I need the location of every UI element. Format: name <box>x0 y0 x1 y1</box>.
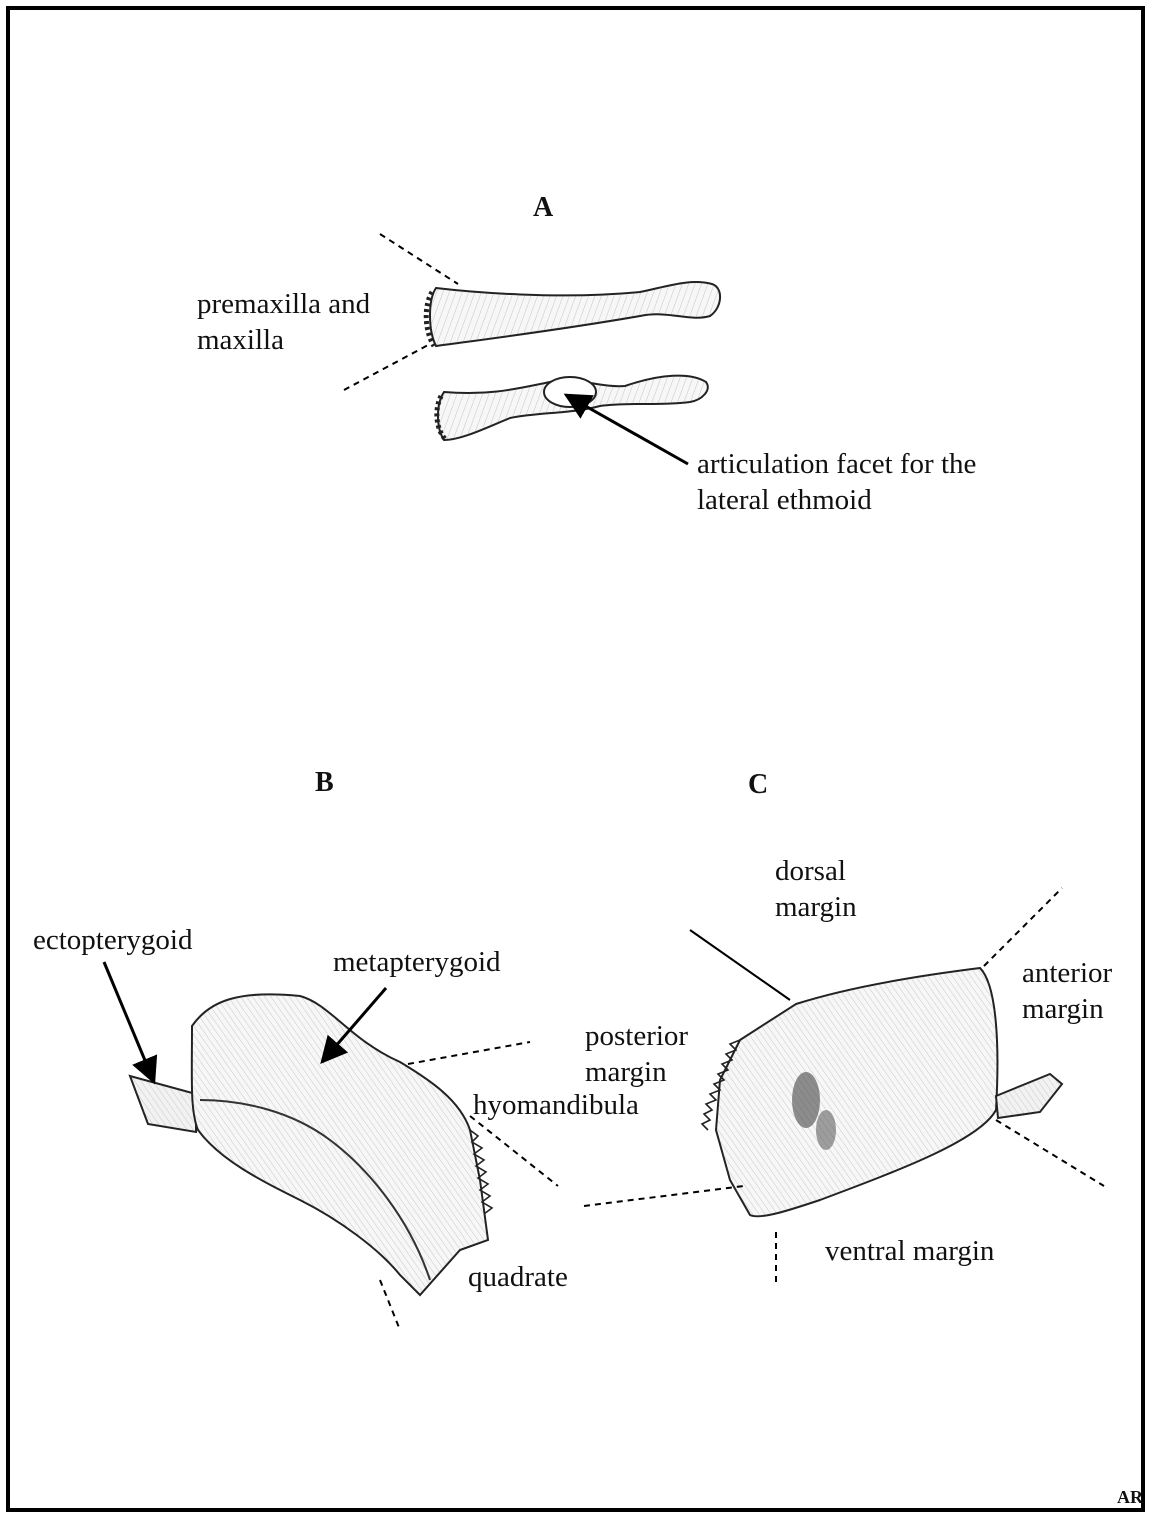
leader-premaxilla-upper <box>380 234 458 284</box>
leader-dorsal-margin <box>690 930 790 1000</box>
ectopterygoid-bone <box>130 1076 196 1132</box>
leader-anterior-margin-bottom <box>996 1120 1104 1186</box>
premaxilla-maxilla-lower-bone <box>437 376 708 440</box>
leader-premaxilla-lower <box>344 344 430 390</box>
metapterygoid-lateral-bone <box>702 968 997 1216</box>
leader-anterior-margin-top <box>984 888 1062 966</box>
articulation-facet <box>544 377 596 407</box>
leader-hyomandibula <box>470 1116 558 1186</box>
ectopterygoid-lateral-bone <box>996 1074 1062 1118</box>
arrow-ectopterygoid <box>104 962 154 1082</box>
leader-quadrate <box>380 1280 400 1330</box>
leader-metapterygoid-dorsal <box>408 1042 530 1064</box>
leader-posterior-margin <box>584 1186 744 1206</box>
arrow-articulation-facet <box>566 395 688 464</box>
premaxilla-maxilla-upper-bone <box>426 282 720 346</box>
